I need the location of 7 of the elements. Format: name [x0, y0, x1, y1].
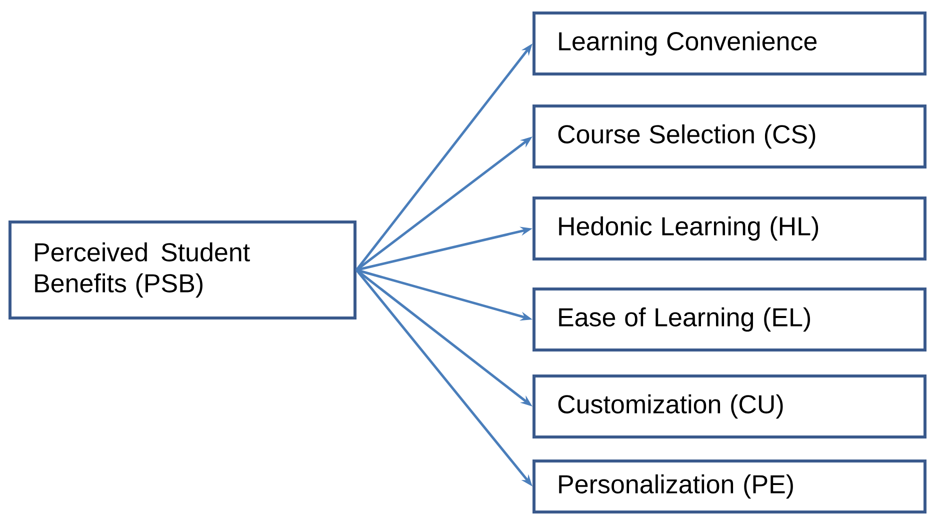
factor-box: Course Selection (CS) [532, 104, 926, 168]
factor-box: Ease of Learning (EL) [532, 288, 926, 352]
factor-box: Personalization (PE) [532, 460, 926, 514]
factor-box: Learning Convenience [532, 12, 926, 76]
factor-box: Hedonic Learning (HL) [532, 196, 926, 260]
factor-box: Customization (CU) [532, 374, 926, 438]
source-box: Perceived Student Benefits (PSB) [8, 220, 356, 320]
